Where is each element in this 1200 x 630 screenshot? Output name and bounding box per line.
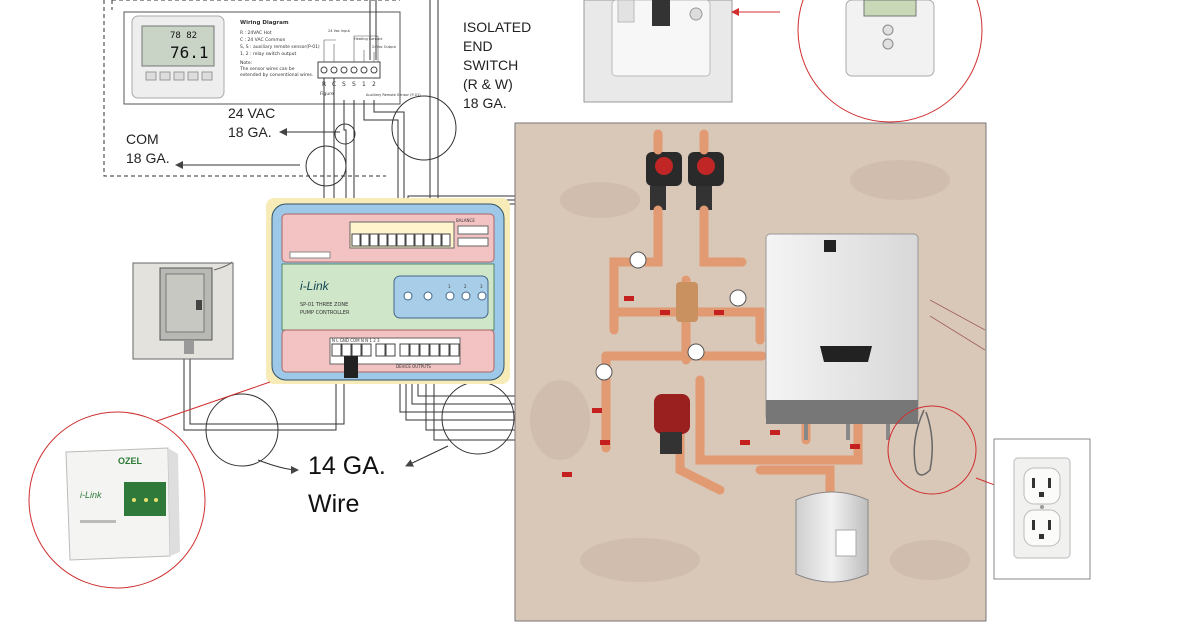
terminal-S2: S — [352, 81, 356, 88]
label-24vac-gauge: 18 GA. — [228, 124, 272, 140]
label-24vac: 24 VAC — [228, 105, 275, 121]
label-isolated-1: ISOLATED — [463, 19, 531, 35]
zone-pumps — [646, 152, 724, 210]
controller-switch-label: BALANCE — [456, 218, 475, 223]
label-isolated-5: 18 GA. — [463, 95, 507, 111]
wiring-diagram-title: Wiring Diagram — [240, 20, 289, 26]
col-label-3: 24Vac Output — [372, 45, 397, 49]
electrical-panel-photo — [132, 261, 234, 360]
boiler-installation-photo — [514, 122, 987, 622]
note-title: Note: — [240, 60, 252, 66]
label-isolated-3: SWITCH — [463, 57, 518, 73]
label-isolated-4: (R & W) — [463, 76, 513, 92]
expansion-tank — [795, 491, 869, 583]
photo-controller-brand: i-Link — [80, 490, 102, 500]
controller-brand: i-Link — [300, 279, 330, 293]
tankless-water-heater — [765, 233, 919, 440]
thermostat-terminal-block: R C S S 1 2 Figure 24 Vac Input Heating … — [317, 29, 421, 97]
ilink-controller-diagram: BALANCE i-Link SP-01 THREE ZONE PUMP CON… — [266, 198, 510, 384]
wall-thermostat-callout — [797, 0, 983, 123]
wiring-line-1: R : 24VAC Hot — [240, 30, 272, 36]
figure-label: Figure — [320, 91, 334, 97]
terminal-S1: S — [342, 81, 346, 88]
thermostat-readout-main: 76.1 — [170, 43, 209, 62]
col-label-2: Heating Contact — [354, 37, 383, 41]
col-label-1: 24 Vac Input — [328, 29, 351, 33]
note-line-1: The sensor wires can be — [239, 66, 295, 72]
controller-model-line1: SP-01 THREE ZONE — [300, 302, 348, 308]
indicator-label-1: 1 — [448, 284, 451, 289]
label-wire: Wire — [308, 490, 359, 518]
terminal-base-photo — [583, 0, 733, 103]
wiring-line-2: C : 24 VAC Common — [240, 37, 285, 43]
thermostat-wiring-panel: 78 82 76.1 Wiring Diagram R : 24VAC Hot … — [123, 11, 421, 105]
wall-outlet-photo — [993, 438, 1091, 580]
note-line-2: extended by conventional wires. — [240, 72, 313, 78]
label-14ga: 14 GA. — [308, 452, 386, 480]
gauges-and-valves — [562, 251, 860, 477]
indicator-label-3: 3 — [480, 284, 483, 289]
label-com-gauge: 18 GA. — [126, 150, 170, 166]
col-label-4: Auxiliary Remote Sensor (P-01) — [366, 93, 421, 97]
label-com: COM — [126, 131, 159, 147]
controller-bottom-caption: DEVICE OUTPUTS — [396, 364, 431, 369]
ilink-controller-photo-callout: OZEL i-Link — [28, 411, 206, 589]
controller-bottom-terminals: N L GND COM N N 1 2 3 — [332, 338, 380, 343]
wiring-line-3: S, S : auxiliary remote sensor(P-01) — [240, 44, 320, 50]
terminal-1: 1 — [362, 81, 366, 88]
thermostat-readout-top: 78 82 — [170, 31, 197, 41]
label-isolated-2: END — [463, 38, 493, 54]
power-cord — [913, 409, 933, 476]
indicator-label-2: 2 — [464, 284, 467, 289]
circulator-pump — [654, 394, 690, 454]
wiring-line-4: 1, 2 : relay switch output — [240, 51, 296, 57]
photo-controller-logo: OZEL — [118, 456, 143, 466]
digital-thermostat-image: 78 82 76.1 — [131, 15, 225, 99]
controller-model-line2: PUMP CONTROLLER — [300, 310, 350, 316]
terminal-2: 2 — [372, 81, 376, 88]
